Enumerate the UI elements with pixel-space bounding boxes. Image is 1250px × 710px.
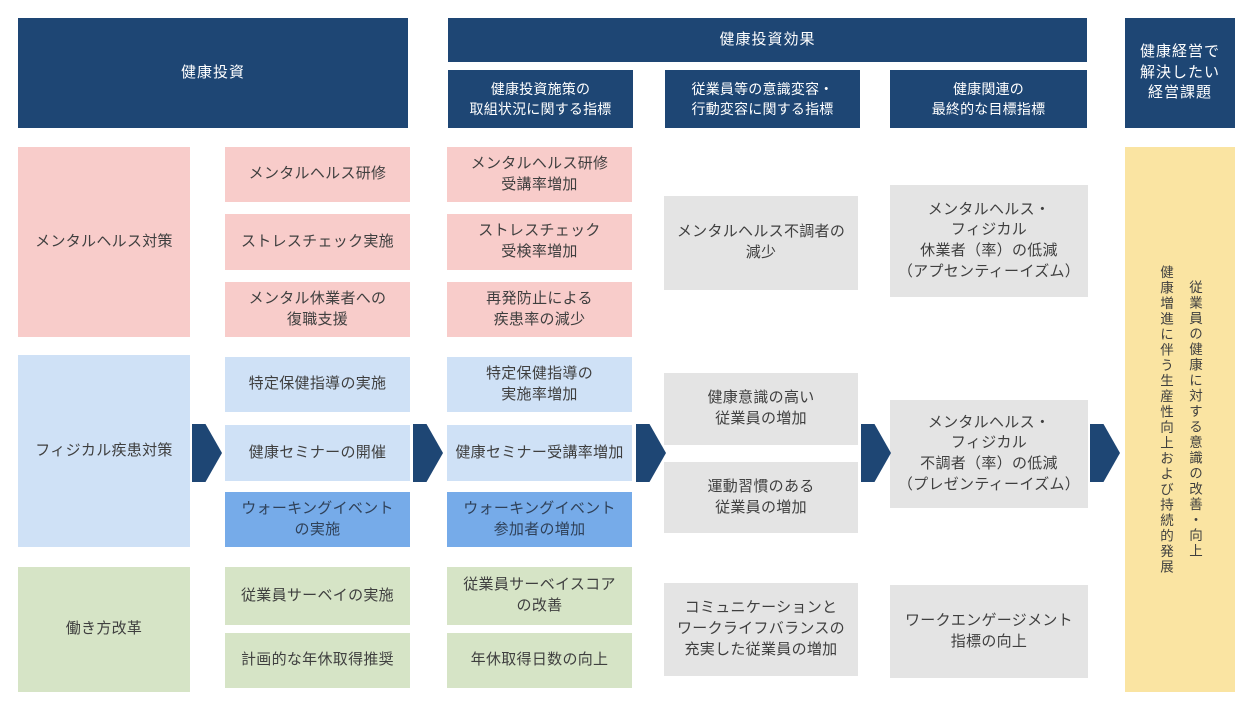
behavior-indicator-1: メンタルヘルス不調者の 減少 [664, 196, 858, 290]
subheader-final-target: 健康関連の 最終的な目標指標 [890, 70, 1087, 128]
final-indicator-2: メンタルヘルス・ フィジカル 不調者（率）の低減 （プレゼンティーイズム） [890, 400, 1088, 508]
investment-item-5: 健康セミナーの開催 [225, 425, 410, 481]
initiative-indicator-4: 特定保健指導の 実施率増加 [447, 357, 632, 412]
investment-item-6: ウォーキングイベント の実施 [225, 492, 410, 547]
initiative-indicator-8: 年休取得日数の向上 [447, 633, 632, 688]
investment-item-1: メンタルヘルス研修 [225, 147, 410, 202]
flow-arrow-2-icon [413, 424, 443, 482]
investment-item-8: 計画的な年休取得推奨 [225, 633, 410, 688]
initiative-indicator-3: 再発防止による 疾患率の減少 [447, 282, 632, 337]
investment-item-3: メンタル休業者への 復職支援 [225, 282, 410, 337]
header-management-issues: 健康経営で 解決したい 経営課題 [1125, 18, 1235, 128]
subheader-initiative-status: 健康投資施策の 取組状況に関する指標 [448, 70, 633, 128]
final-indicator-3: ワークエンゲージメント 指標の向上 [890, 585, 1088, 678]
initiative-indicator-5: 健康セミナー受講率増加 [447, 425, 632, 481]
initiative-indicator-7: 従業員サーベイスコア の改善 [447, 567, 632, 625]
behavior-indicator-3: 運動習慣のある 従業員の増加 [664, 462, 858, 533]
category-mental-health: メンタルヘルス対策 [18, 147, 190, 337]
header-health-investment: 健康投資 [18, 18, 408, 128]
initiative-indicator-6: ウォーキングイベント 参加者の増加 [447, 492, 632, 547]
goal-box: 従業員の健康に対する意識の改善・向上 健康増進に伴う生産性向上および持続的発展 [1125, 147, 1235, 692]
flow-arrow-5-icon [1090, 424, 1120, 482]
behavior-indicator-4: コミュニケーションと ワークライフバランスの 充実した従業員の増加 [664, 583, 858, 676]
flow-arrow-1-icon [192, 424, 222, 482]
investment-item-4: 特定保健指導の実施 [225, 357, 410, 412]
investment-item-7: 従業員サーベイの実施 [225, 567, 410, 625]
flow-arrow-3-icon [636, 424, 666, 482]
initiative-indicator-1: メンタルヘルス研修 受講率増加 [447, 147, 632, 202]
investment-item-2: ストレスチェック実施 [225, 214, 410, 270]
category-workstyle-reform: 働き方改革 [18, 567, 190, 692]
subheader-behavior-change: 従業員等の意識変容・ 行動変容に関する指標 [665, 70, 860, 128]
behavior-indicator-2: 健康意識の高い 従業員の増加 [664, 373, 858, 445]
initiative-indicator-2: ストレスチェック 受検率増加 [447, 214, 632, 270]
header-health-investment-effect: 健康投資効果 [448, 18, 1087, 62]
final-indicator-1: メンタルヘルス・ フィジカル 休業者（率）の低減 （アプセンティーイズム） [890, 185, 1088, 297]
category-physical-disease: フィジカル疾患対策 [18, 355, 190, 547]
flow-arrow-4-icon [861, 424, 891, 482]
goal-vertical-text: 従業員の健康に対する意識の改善・向上 健康増進に伴う生産性向上および持続的発展 [1158, 264, 1203, 575]
